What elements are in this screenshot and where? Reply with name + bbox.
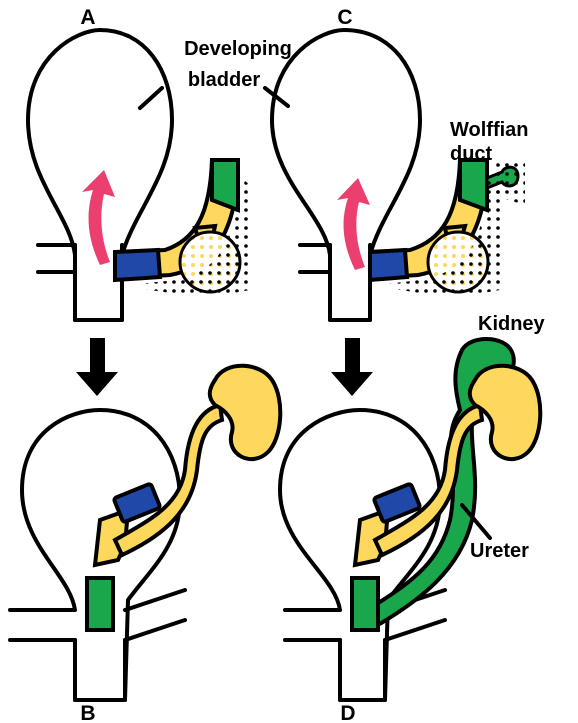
down-arrow-left bbox=[76, 338, 118, 396]
green-segment-b bbox=[87, 578, 113, 630]
panel-b: B bbox=[10, 366, 280, 723]
green-segment-d bbox=[352, 578, 378, 630]
duct-green-a bbox=[212, 160, 238, 210]
duct-label: duct bbox=[450, 143, 493, 165]
panel-label-a: A bbox=[80, 6, 95, 29]
bladder-label: bladder bbox=[188, 69, 260, 91]
panel-label-c: C bbox=[337, 6, 352, 29]
duct-green-c bbox=[460, 160, 487, 210]
wolffian-label: Wolffian bbox=[450, 119, 529, 141]
urethra-outline-d bbox=[340, 640, 385, 700]
duct-blue-c bbox=[370, 250, 407, 280]
duct-blue-a bbox=[115, 250, 160, 280]
down-arrow-right bbox=[331, 338, 373, 396]
panel-d: D bbox=[280, 339, 540, 723]
panel-label-b: B bbox=[80, 702, 95, 723]
developing-label: Developing bbox=[184, 38, 292, 60]
ureter-label: Ureter bbox=[470, 540, 529, 562]
urethra-outline-b bbox=[75, 640, 125, 700]
kidney-label: Kidney bbox=[478, 313, 546, 335]
panel-label-d: D bbox=[340, 702, 355, 723]
